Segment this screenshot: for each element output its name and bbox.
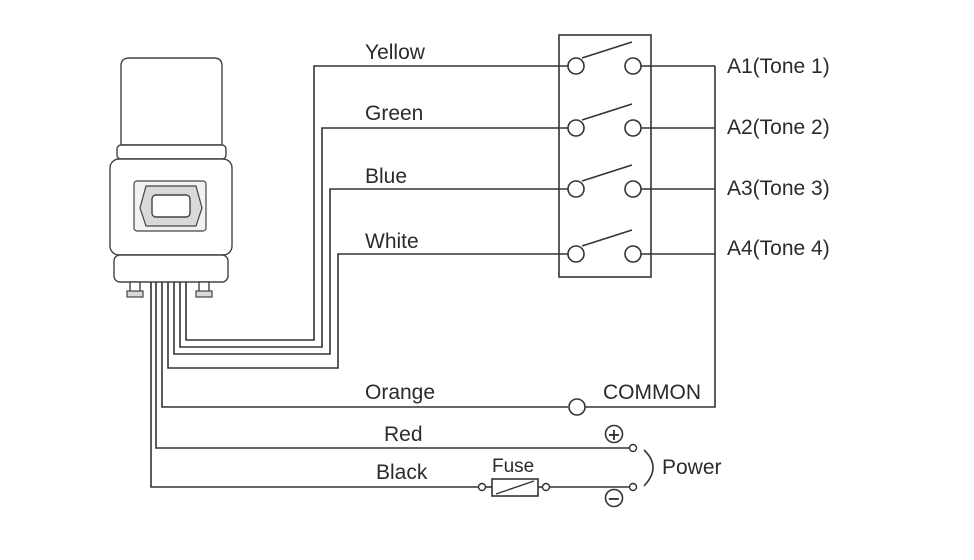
- power-brace: [643, 449, 654, 487]
- switch-3-blade: [581, 164, 633, 182]
- green-wire: [179, 127, 568, 348]
- negative-symbol: −: [607, 489, 620, 508]
- white-wire: [167, 253, 568, 369]
- switches: [567, 41, 642, 263]
- negative-symbol-icon: [604, 488, 624, 508]
- power-terminals: + −: [604, 424, 654, 508]
- switch-1-input-terminal: [567, 57, 585, 75]
- device-top-cap: [120, 57, 223, 146]
- white-label: White: [365, 230, 419, 253]
- switch-4-blade: [581, 229, 633, 247]
- yellow-label: Yellow: [365, 41, 426, 64]
- fuse-right-terminal: [541, 482, 551, 492]
- positive-symbol-icon: [604, 424, 624, 444]
- black-wire: [150, 282, 478, 488]
- fuse-symbol: [477, 478, 551, 497]
- negative-wire-end: [628, 482, 638, 492]
- fuse-left-terminal: [477, 482, 487, 492]
- output-a1-label: A1(Tone 1): [727, 55, 830, 78]
- right-stud-nut: [195, 290, 213, 298]
- switch-1-blade: [581, 41, 633, 59]
- fuse-label: Fuse: [492, 456, 534, 477]
- switch-3-input-terminal: [567, 180, 585, 198]
- red-label: Red: [384, 423, 423, 446]
- positive-wire-end: [628, 443, 638, 453]
- device-collar: [116, 144, 227, 160]
- positive-symbol: +: [607, 425, 620, 444]
- orange-wire: [161, 282, 568, 408]
- left-stud-nut: [126, 290, 144, 298]
- switch-4-input-terminal: [567, 245, 585, 263]
- switch-2-input-terminal: [567, 119, 585, 137]
- switch-2-output-terminal: [624, 119, 642, 137]
- common-label: COMMON: [603, 381, 701, 404]
- fuse-element: [495, 480, 535, 495]
- yellow-wire: [185, 65, 568, 341]
- power-label: Power: [662, 456, 722, 479]
- device-lens: [151, 194, 191, 218]
- green-label: Green: [365, 102, 423, 125]
- signal-tower-device: [109, 57, 233, 298]
- switch-1-output-terminal: [624, 57, 642, 75]
- blue-wire: [173, 188, 568, 355]
- common-terminal: [568, 398, 586, 416]
- device-base: [113, 254, 229, 283]
- labels: Yellow Green Blue White Orange Red Black…: [365, 41, 830, 484]
- wires: [150, 65, 716, 488]
- common-bus: [585, 66, 716, 408]
- switch-3-output-terminal: [624, 180, 642, 198]
- switch-2-blade: [581, 103, 633, 121]
- switch-4-output-terminal: [624, 245, 642, 263]
- orange-label: Orange: [365, 381, 435, 404]
- red-wire: [155, 282, 629, 449]
- switch-box: [558, 34, 652, 278]
- output-a4-label: A4(Tone 4): [727, 237, 830, 260]
- blue-label: Blue: [365, 165, 407, 188]
- output-a3-label: A3(Tone 3): [727, 177, 830, 200]
- black-label: Black: [376, 461, 428, 484]
- output-a2-label: A2(Tone 2): [727, 116, 830, 139]
